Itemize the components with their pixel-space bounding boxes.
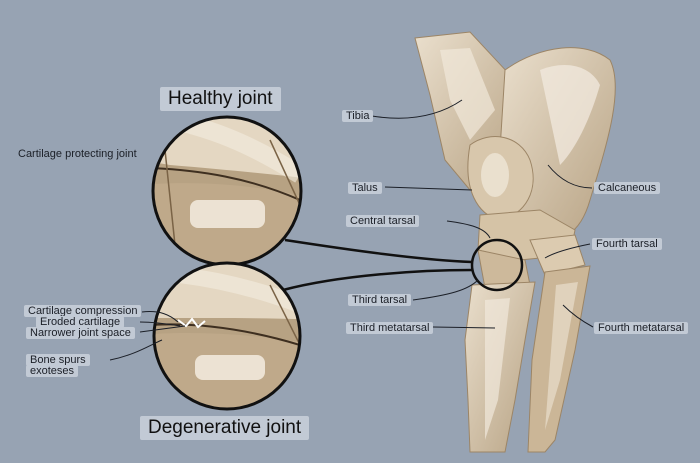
label-fourth-tarsal: Fourth tarsal <box>592 238 662 250</box>
label-cartilage-protecting: Cartilage protecting joint <box>18 148 137 160</box>
third-metatarsal-bone <box>464 281 536 453</box>
label-third-metatarsal: Third metatarsal <box>346 322 434 334</box>
joint-focus-circle <box>470 238 524 292</box>
label-cartilage-compression: Cartilage compression <box>24 305 142 317</box>
label-fourth-metatarsal: Fourth metatarsal <box>594 322 689 334</box>
label-bone-spurs: Bone spurs <box>26 354 90 366</box>
label-third-tarsal: Third tarsal <box>348 294 412 306</box>
tarsal-bones <box>477 209 586 289</box>
degenerative-joint-circle <box>152 261 302 411</box>
degenerative-joint-title: Degenerative joint <box>140 416 310 440</box>
label-talus: Talus <box>348 182 382 194</box>
label-central-tarsal: Central tarsal <box>346 215 420 227</box>
leader-lines <box>109 99 594 361</box>
fourth-metatarsal-bone <box>527 265 591 453</box>
label-tibia: Tibia <box>342 110 374 122</box>
healthy-joint-circle <box>151 115 303 267</box>
talus-bone <box>467 136 534 221</box>
label-narrower-joint-space: Narrower joint space <box>26 327 135 339</box>
zoom-connector-lines <box>282 238 473 292</box>
label-eroded-cartilage: Eroded cartilage <box>36 316 125 328</box>
label-calcaneous: Calcaneous <box>594 182 661 194</box>
label-exoteses: exoteses <box>26 365 79 377</box>
healthy-joint-title: Healthy joint <box>160 87 281 111</box>
